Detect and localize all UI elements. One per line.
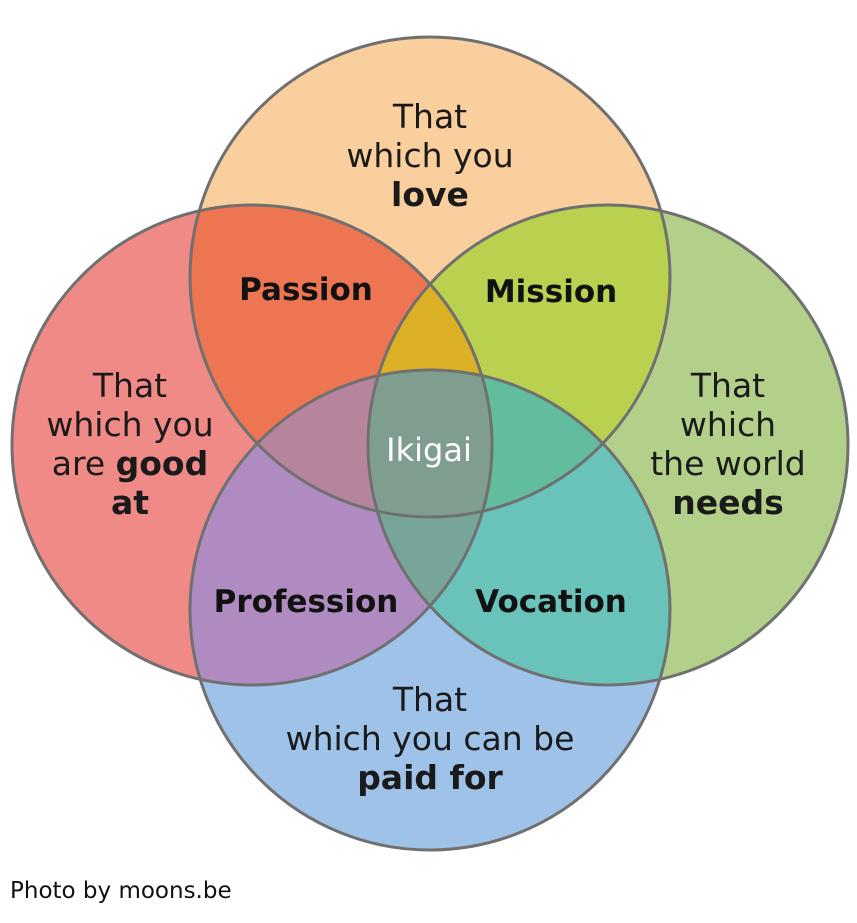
label-world-needs: That which the world needs [650,366,806,522]
label-passion: Passion [239,272,373,308]
outline-love [188,35,672,519]
label-line: That [690,366,766,405]
label-line: which you [346,136,514,175]
outline-world-needs [366,203,850,687]
label-bold: good [115,444,209,483]
label-line: That [392,97,468,136]
label-profession: Profession [213,584,399,620]
label-line: which you [46,405,214,444]
label-line: which you can be [285,719,575,758]
label-vocation: Vocation [475,584,627,620]
photo-caption: Photo by moons.be [10,878,232,904]
label-line: That [92,366,168,405]
label-bold: paid for [357,758,503,797]
label-text: are [51,444,116,483]
label-paid-for: That which you can be paid for [286,680,575,797]
label-line: which [679,405,777,444]
outline-good-at [10,203,494,687]
outline-paid-for [188,368,672,852]
label-bold: love [391,175,469,214]
label-bold: at [110,483,150,522]
label-line: the world [650,444,806,483]
label-love: That which you love [346,97,513,214]
label-mission: Mission [484,274,618,310]
label-line: That [392,680,468,719]
label-bold: needs [672,483,784,522]
label-good-at: That which you are good at [46,366,213,522]
label-ikigai: Ikigai [386,431,472,469]
